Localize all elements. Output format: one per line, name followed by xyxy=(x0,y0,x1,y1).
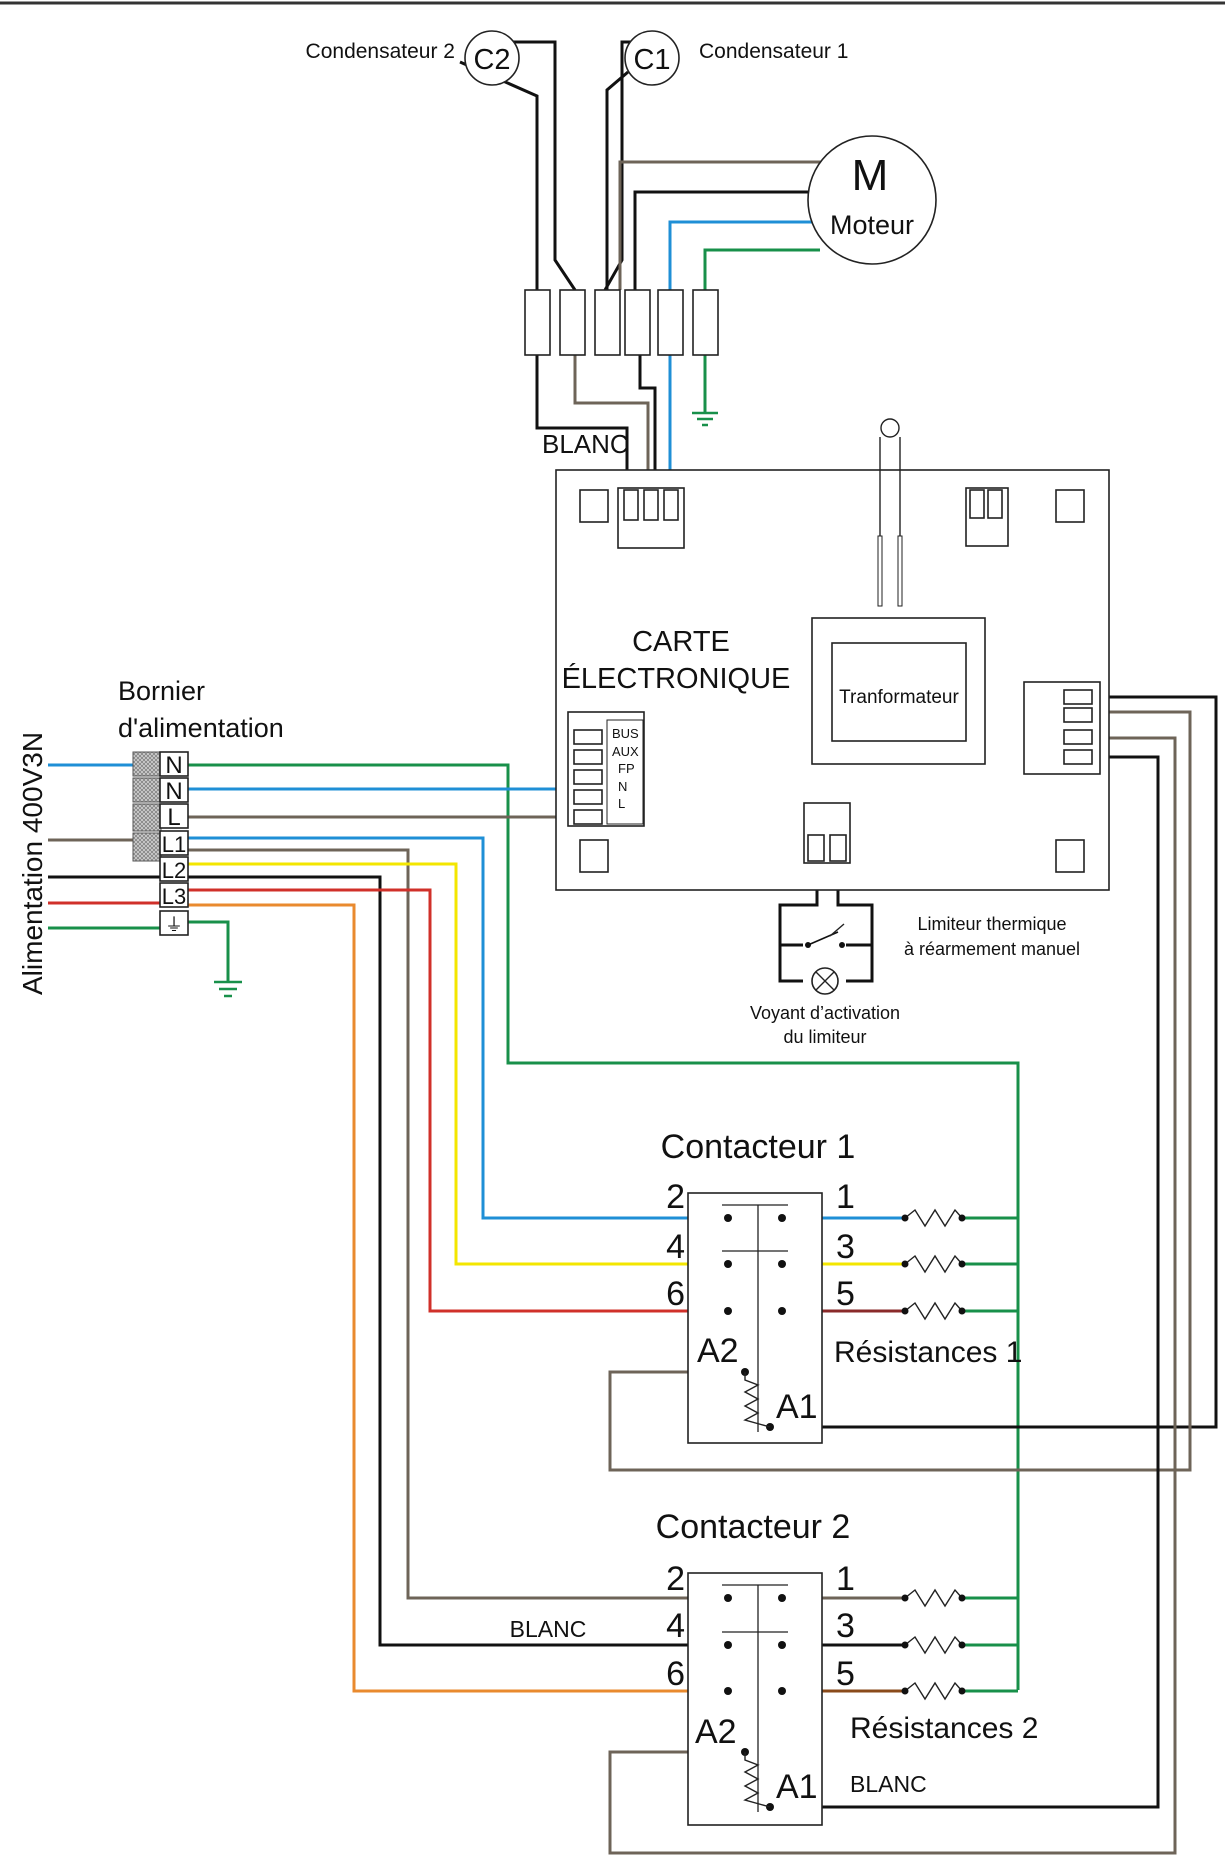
c1-coil-a2: A2 xyxy=(697,1332,739,1370)
c2-pin-1: 1 xyxy=(836,1560,855,1598)
c1-pin-1: 1 xyxy=(836,1178,855,1216)
wire-coil2-a1 xyxy=(770,755,1160,1809)
blanc-label-coil2: BLANC xyxy=(850,1771,927,1797)
contactor1-title: Contacteur 1 xyxy=(661,1128,856,1166)
wire-c1-b xyxy=(605,70,629,292)
wire-motor-black xyxy=(633,190,815,300)
motor-symbol: M xyxy=(852,151,889,200)
wires xyxy=(48,40,1218,1855)
c2-pin-5: 5 xyxy=(836,1655,855,1693)
c2-pin-4: 4 xyxy=(666,1607,685,1645)
pin-bus: BUS xyxy=(612,726,639,741)
terminal-block: Bornier d'alimentation Alimentation 400V… xyxy=(17,676,284,995)
motor-terminal-row xyxy=(524,289,719,356)
c2-coil-a2: A2 xyxy=(695,1713,737,1751)
wire-l3-red xyxy=(187,888,728,1313)
contactor-1: Contacteur 1 2 4 6 1 3 5 A2 A1 Résistanc… xyxy=(661,1128,1022,1444)
c1-res-green xyxy=(962,1216,1018,1313)
c2-label: Condensateur 2 xyxy=(306,40,455,63)
c1-label: Condensateur 1 xyxy=(699,40,848,63)
wire-coil1-a2 xyxy=(608,710,1192,1472)
pin-fp: FP xyxy=(618,761,635,776)
terminal-l: L xyxy=(167,804,180,831)
c1-symbol: C1 xyxy=(633,44,670,76)
electronic-board: Tranformateur CARTE ÉLECTRONIQUE BUS AUX… xyxy=(555,418,1110,891)
wire-coil1-a1 xyxy=(770,695,1218,1429)
wire-l2-yellow xyxy=(187,862,728,1266)
motor: M Moteur xyxy=(807,135,937,265)
board-title-line1: CARTE xyxy=(632,626,730,658)
c1-pin-6: 6 xyxy=(666,1275,685,1313)
terminal-n1: N xyxy=(165,752,182,779)
pin-aux: AUX xyxy=(612,744,639,759)
wire-l2-black xyxy=(187,875,728,1647)
transformer-label: Tranformateur xyxy=(839,687,959,708)
terminal-block-title-2: d'alimentation xyxy=(118,713,284,743)
lamp-label-2: du limiteur xyxy=(783,1027,866,1047)
wire-motor-green xyxy=(703,248,820,300)
limiter-label-2: à réarmement manuel xyxy=(904,939,1080,959)
wire-l1-blue xyxy=(187,836,728,1220)
limiter-label-1: Limiteur thermique xyxy=(917,914,1066,934)
motor-label: Moteur xyxy=(830,210,914,240)
resistors-1 xyxy=(901,1208,966,1321)
thermal-limiter: Limiteur thermique à réarmement manuel V… xyxy=(750,914,1080,1047)
blanc-label-motor: BLANC xyxy=(542,429,629,459)
c2-symbol: C2 xyxy=(473,44,510,76)
wire-motor-brown xyxy=(618,160,826,290)
capacitor-c1: C1 Condensateur 1 xyxy=(624,30,848,86)
pin-n: N xyxy=(618,779,627,794)
wire-c2-b xyxy=(459,60,539,295)
wire-l3-orange xyxy=(187,903,728,1693)
resistances-2-label: Résistances 2 xyxy=(850,1712,1038,1745)
wire-blanc-motor xyxy=(535,355,629,490)
terminal-n2: N xyxy=(165,778,182,805)
terminal-l3: L3 xyxy=(162,884,186,909)
terminal-ground: ⏚ xyxy=(165,915,183,935)
c1-pin-2: 2 xyxy=(666,1178,685,1216)
terminal-l1: L1 xyxy=(162,832,186,857)
c2-pin-3: 3 xyxy=(836,1607,855,1645)
wire-green-neutral xyxy=(187,763,1020,1690)
wire-l1-brown xyxy=(187,848,728,1600)
wire-ground-block xyxy=(187,920,230,982)
c2-coil-a1: A1 xyxy=(776,1768,818,1806)
wire-brown-motor xyxy=(573,355,650,490)
lamp-label-1: Voyant d’activation xyxy=(750,1003,900,1023)
c1-pin-4: 4 xyxy=(666,1228,685,1266)
c2-res-green xyxy=(962,1596,1018,1693)
c2-pin-6: 6 xyxy=(666,1655,685,1693)
wire-coil2-a2 xyxy=(608,736,1177,1855)
resistors-2 xyxy=(901,1588,966,1701)
c1-coil-a1: A1 xyxy=(776,1388,818,1426)
wire-motor-blue xyxy=(668,220,815,300)
c1-pin-5: 5 xyxy=(836,1275,855,1313)
terminal-block-title-1: Bornier xyxy=(118,676,205,706)
wire-c2-a xyxy=(510,40,577,291)
ground-symbol-motor xyxy=(692,411,718,427)
c1-pin-3: 3 xyxy=(836,1228,855,1266)
blanc-label-contactor2: BLANC xyxy=(510,1616,587,1642)
supply-label: Alimentation 400V3N xyxy=(17,732,48,995)
c2-pin-2: 2 xyxy=(666,1560,685,1598)
ground-symbol-block xyxy=(214,980,242,998)
contactor-2: Contacteur 2 2 4 6 1 3 5 A2 A1 Résistanc… xyxy=(510,1508,1038,1826)
pin-l: L xyxy=(618,796,625,811)
contactor2-title: Contacteur 2 xyxy=(656,1508,851,1546)
wire-black-motor xyxy=(638,355,657,490)
terminal-l2: L2 xyxy=(162,858,186,883)
resistances-1-label: Résistances 1 xyxy=(834,1336,1022,1369)
board-title-line2: ÉLECTRONIQUE xyxy=(562,662,791,695)
capacitor-c2: C2 Condensateur 2 xyxy=(306,30,520,86)
